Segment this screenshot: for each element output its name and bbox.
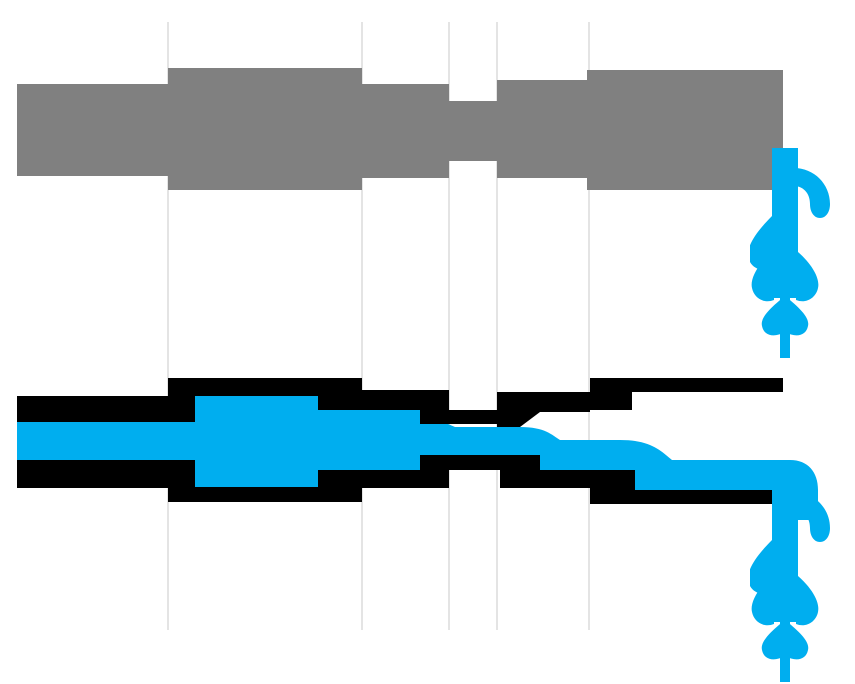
water-flow	[17, 396, 818, 520]
pipe-walls	[17, 378, 783, 504]
lower-wall	[17, 455, 783, 504]
upper-wall	[17, 378, 783, 427]
solid-pipe-profile	[17, 68, 783, 190]
